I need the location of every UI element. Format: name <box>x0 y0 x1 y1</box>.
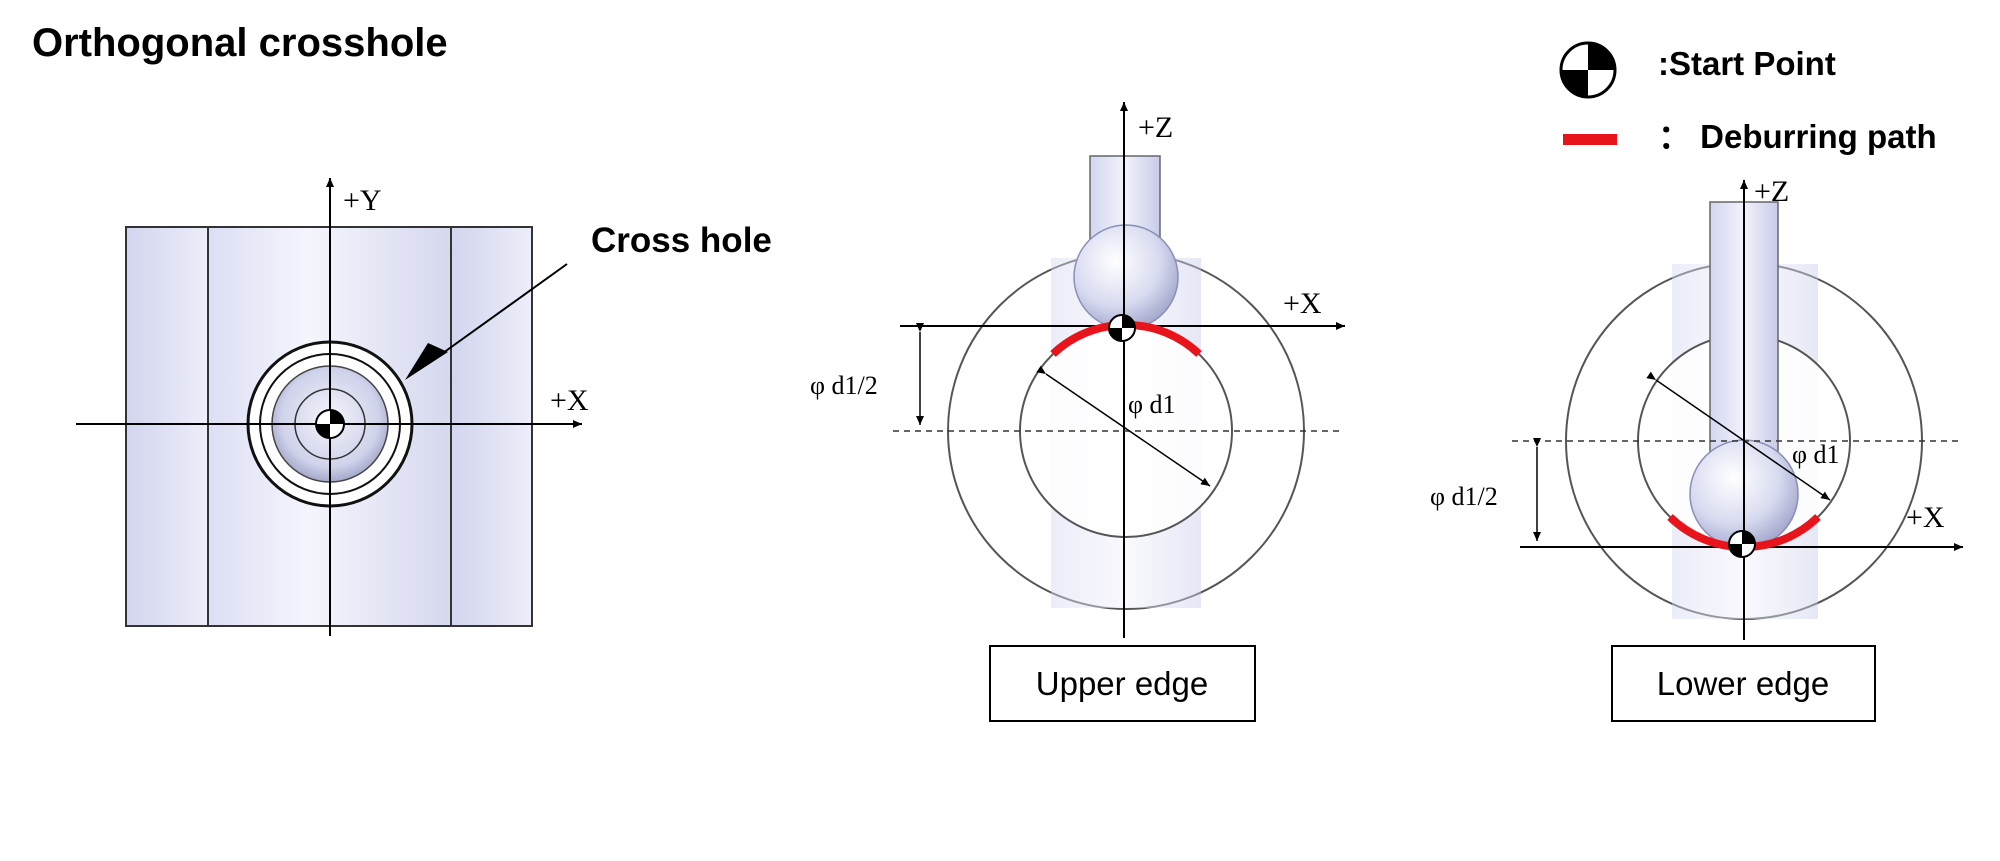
upper-edge-view: φ d1/2 φ d1 +Z +X Upper edge <box>810 102 1345 722</box>
upper-edge-caption: Upper edge <box>1036 665 1208 702</box>
top-view: +Y +X Cross hole <box>76 178 772 636</box>
z-axis-label: +Z <box>1138 111 1173 144</box>
page-title: Orthogonal crosshole <box>32 21 448 65</box>
caption-box <box>1611 645 1876 722</box>
start-point-icon <box>1728 530 1756 558</box>
y-axis-label: +Y <box>343 184 382 217</box>
deburring-path-swatch <box>1563 134 1617 145</box>
dimension-diameter <box>1036 365 1211 487</box>
dimension-half-label: φ d1/2 <box>1430 482 1498 511</box>
caption-box <box>989 645 1256 722</box>
start-point-icon <box>315 409 345 439</box>
legend-start-point-label: :Start Point <box>1658 45 1836 82</box>
x-axis-label: +X <box>550 384 589 417</box>
workpiece-left-flat <box>125 226 209 627</box>
dimension-half-label: φ d1/2 <box>810 371 878 400</box>
lower-edge-caption: Lower edge <box>1657 665 1829 702</box>
tool-ball <box>1073 224 1179 330</box>
dimension-diameter <box>1646 371 1831 501</box>
dimension-diameter-label: φ d1 <box>1128 390 1176 419</box>
x-axis-label: +X <box>1906 501 1945 534</box>
z-axis-label: +Z <box>1754 175 1789 208</box>
callout-leader <box>435 263 568 359</box>
callout-arrowhead <box>405 343 448 380</box>
start-point-icon <box>1108 314 1136 342</box>
lower-edge-view: φ d1/2 φ d1 +Z +X Lower edge <box>1430 175 1963 722</box>
dimension-diameter-label: φ d1 <box>1792 440 1840 469</box>
legend: :Start Point ： Deburring path <box>1559 41 1937 155</box>
cross-hole-callout: Cross hole <box>591 221 772 260</box>
workpiece-right-flat <box>450 226 533 627</box>
start-point-icon <box>1559 41 1617 99</box>
legend-deburring-path-label: ： Deburring path <box>1658 118 1937 155</box>
x-axis-label: +X <box>1283 287 1322 320</box>
